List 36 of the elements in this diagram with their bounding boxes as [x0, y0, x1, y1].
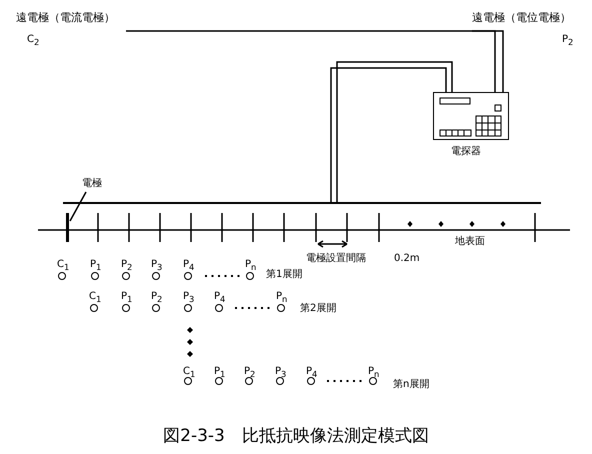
leader-line	[330, 61, 453, 203]
wire	[472, 30, 504, 92]
electrode-symbol: P$_{2}$	[151, 291, 162, 305]
electrode-symbol: C$_{2}$	[27, 34, 40, 48]
wire	[126, 30, 496, 92]
electrode-symbol: P$_{n}$	[245, 259, 256, 273]
step-label: 第2展開	[300, 303, 336, 315]
dimension-value: 0.2m	[394, 253, 420, 265]
electrode-symbol: P$_{3}$	[151, 259, 162, 273]
electrode-symbol: C$_{1}$	[183, 366, 196, 380]
figure-caption: 図2-3-3 比抵抗映像法測定模式図	[162, 426, 430, 446]
electrode-symbol: P$_{3}$	[183, 291, 194, 305]
electrode-symbol: P$_{2}$	[121, 259, 132, 273]
electrode-symbol: P$_{4}$	[214, 291, 226, 305]
electrode-symbol: P$_{1}$	[214, 366, 226, 380]
step-label: 第1展開	[266, 269, 302, 281]
electrode-symbol: P$_{4}$	[183, 259, 194, 273]
electrode-symbol: P$_{2}$	[244, 366, 256, 380]
electrode-rod	[66, 213, 69, 242]
electrode-symbol: P$_{4}$	[306, 366, 318, 380]
electrode-label: 遠電極（電流電極）	[16, 12, 115, 24]
step-label: 第n展開	[393, 379, 430, 391]
electrode-label: 電極	[82, 178, 102, 190]
spacing-label: 電極設置間隔	[306, 253, 366, 265]
electrode-symbol: P$_{3}$	[275, 366, 286, 380]
electrode-symbol: C$_{1}$	[57, 259, 70, 273]
instrument-label: 電探器	[451, 146, 481, 158]
electrode-symbol: P$_{2}$	[562, 34, 574, 48]
electrode-symbol: P$_{1}$	[90, 259, 102, 273]
electrode-symbol: P$_{1}$	[121, 291, 132, 305]
electrode-label: 遠電極（電位電極）	[472, 12, 571, 24]
electrode-symbol: C$_{1}$	[89, 291, 102, 305]
electrode-symbol: P$_{n}$	[368, 366, 380, 380]
electrode-symbol: P$_{n}$	[276, 291, 288, 305]
leader-line	[69, 192, 87, 222]
ground-surface-label: 地表面	[455, 236, 485, 248]
